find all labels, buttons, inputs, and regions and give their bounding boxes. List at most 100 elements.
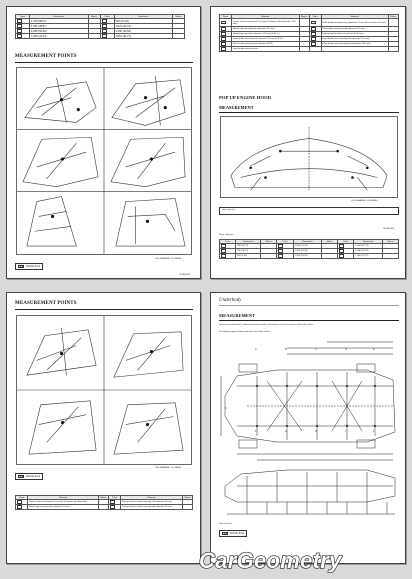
table-cell: 1,420 (55.91) xyxy=(292,253,323,259)
arrow-icon xyxy=(222,532,228,535)
callout-label: F xyxy=(255,430,257,433)
table-row: 1,050 (41.34) 1,061 (41.77) xyxy=(15,33,185,39)
divider xyxy=(15,309,193,310)
legend: Vehicle front xyxy=(15,473,44,481)
page-1: Point Dimension Metric Point Dimension M… xyxy=(6,6,201,279)
table-cell: Pop-up hood actuator mounting hole diame… xyxy=(120,504,183,510)
legend-label: Vehicle front xyxy=(229,532,245,536)
unit-note: Unit: mm (in.) xyxy=(219,523,233,525)
section-title: MEASUREMENT POINTS xyxy=(15,301,77,306)
callout-label: D xyxy=(345,348,347,351)
arrow-icon xyxy=(18,265,24,268)
page-4: Underbody MEASUREMENT Dimensions marked … xyxy=(210,292,406,564)
callout-label: E xyxy=(373,348,375,351)
point-icon xyxy=(339,244,345,248)
dimension-table: Point Dimension Metric Point Dimension M… xyxy=(15,14,185,39)
point-icon xyxy=(17,34,22,38)
callout-label: A xyxy=(255,348,257,351)
section-title: POP UP ENGINE HOOD xyxy=(219,95,272,100)
point-icon xyxy=(278,244,284,248)
divider xyxy=(219,112,399,113)
header-title: Underbody xyxy=(219,298,242,303)
distance-table: Point Dimension Metric Point Dimension M… xyxy=(218,239,400,259)
point-icon xyxy=(110,500,116,504)
point-icon xyxy=(310,20,316,25)
point-icon xyxy=(101,34,107,38)
callout-label: G xyxy=(285,430,287,433)
table-header-row: Point Dimension Metric Point Dimension M… xyxy=(218,239,400,244)
point-icon xyxy=(278,249,284,253)
point-icon xyxy=(101,24,107,28)
callout-label: H xyxy=(315,430,317,433)
point-icon xyxy=(221,249,226,253)
table-cell: Front fender mounting hole xyxy=(231,46,300,52)
section-title: MEASUREMENT xyxy=(219,313,256,318)
table-cell: 160 (6.30) xyxy=(235,253,262,259)
section-title: MEASUREMENT POINTS xyxy=(15,54,77,59)
point-icon xyxy=(221,20,226,25)
point-icon xyxy=(221,27,226,31)
table-row: Front fender mounting hole xyxy=(219,46,399,52)
callout-label: K xyxy=(225,407,227,410)
page-2: Point Material Metric Point Material Met… xyxy=(210,6,406,279)
table-row: Center of pin front bracket 0 ft center … xyxy=(219,18,399,27)
point-icon xyxy=(221,37,226,41)
watermark-logo: CarGeometry xyxy=(197,545,397,575)
page-code: UL4B4-000 xyxy=(179,274,191,276)
legend-label: Vehicle front xyxy=(25,475,41,479)
point-icon xyxy=(278,254,284,258)
point-icon xyxy=(101,29,107,33)
point-icon xyxy=(310,37,316,41)
point-icon xyxy=(221,254,226,258)
table-cell: Front fender mounting hole (diameter 1.5… xyxy=(320,18,389,27)
point-icon xyxy=(221,244,226,248)
underbody-diagram xyxy=(217,336,401,519)
unit-note: Unit: mm (in.) xyxy=(219,207,399,215)
figure-caption: LLR 4B4A000F: UL4B4BB... xyxy=(351,200,379,202)
arrow-icon xyxy=(18,475,24,478)
point-icon xyxy=(339,249,345,253)
divider xyxy=(219,320,399,321)
table-cell: Center of pin front bracket 0 ft center … xyxy=(231,18,300,27)
page-code: UL4B4-000 xyxy=(383,228,395,230)
point-icon xyxy=(310,42,316,46)
table-cell: 1,061 (41.77) xyxy=(113,33,173,39)
legend: Vehicle front xyxy=(15,263,44,271)
divider xyxy=(219,305,399,306)
point-icon xyxy=(17,505,22,509)
figure-caption: LLR 4B4A000F: UL 4B4E6... xyxy=(155,258,183,260)
point-icon xyxy=(17,24,22,28)
material-table: Point Material Metric Point Material Met… xyxy=(15,495,193,510)
table-cell: 1,060 (41.73) xyxy=(353,253,383,259)
sub-title: MEASUREMENT xyxy=(219,105,254,110)
point-icon xyxy=(310,27,316,31)
point-icon xyxy=(310,32,316,36)
point-icon xyxy=(17,500,22,504)
legend-label: Vehicle front xyxy=(25,265,41,269)
table-row: Hood hinge mounting hole diameter 6.0 mm… xyxy=(15,504,193,510)
table-row: 160 (6.30) 1,420 (55.91) 1,060 (41.73) xyxy=(218,253,400,259)
table-cell: 1,050 (41.34) xyxy=(29,33,89,39)
figure-caption: LLR 4B4A000F: UL 4B4E6... xyxy=(155,467,183,469)
legend: Vehicle front xyxy=(219,530,248,538)
point-icon xyxy=(17,29,22,33)
table-cell: Hood hinge mounting hole diameter 6.0 mm xyxy=(26,504,100,510)
page-3: MEASUREMENT POINTS LLR 4B4A000F: UL 4B4E… xyxy=(6,292,201,564)
intro-text-2: The following figures indicate the base … xyxy=(219,331,271,333)
measurement-diagram xyxy=(16,67,192,255)
measurement-diagram xyxy=(16,315,192,465)
hood-diagram xyxy=(220,116,398,198)
table-header-row: Point Dimension Metric Point Dimension M… xyxy=(15,14,185,19)
point-icon xyxy=(339,254,345,258)
intro-text: Dimensions marked with * indicate symmet… xyxy=(219,324,314,326)
watermark-text: CarGeometry xyxy=(199,548,343,573)
callout-label: B xyxy=(285,348,287,351)
table-note: Diam. distance xyxy=(219,234,234,236)
callout-label: J xyxy=(373,430,375,433)
point-icon xyxy=(17,19,22,23)
point-icon xyxy=(110,505,116,509)
point-icon xyxy=(101,19,107,23)
callout-label: C xyxy=(315,348,317,351)
point-icon xyxy=(221,47,226,51)
callout-label: I xyxy=(345,430,346,433)
